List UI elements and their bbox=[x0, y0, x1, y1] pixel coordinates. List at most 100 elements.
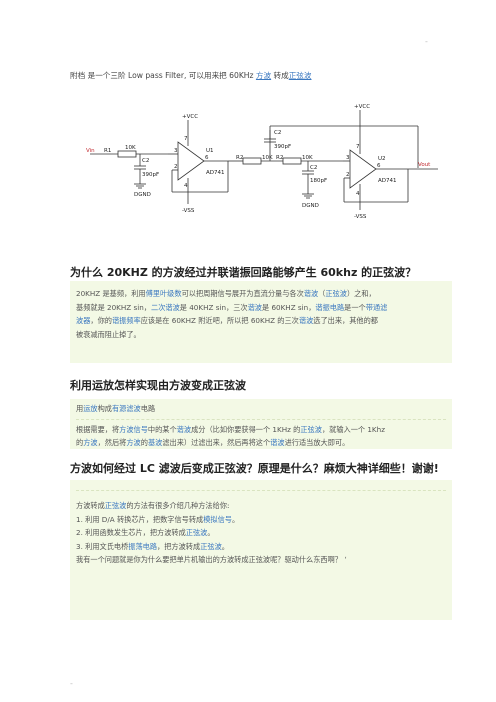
s1-t: （ bbox=[318, 289, 326, 298]
s3-link-analog[interactable]: 模拟信号 bbox=[203, 514, 232, 524]
page-mark-bottom: - bbox=[70, 679, 73, 688]
s1-line4: 被衰减而阻止掉了。 bbox=[76, 329, 141, 339]
label-u2: U2 bbox=[378, 156, 386, 162]
s2-link-fundamental[interactable]: 基波 bbox=[147, 438, 163, 448]
label-u1-pin6: 6 bbox=[205, 155, 209, 161]
s3-t: 1. 利用 D/A 转换芯片，把数字信号转成 bbox=[76, 514, 204, 524]
s2-link-square[interactable]: 方波 bbox=[83, 438, 98, 448]
s2-t: 电路 bbox=[140, 404, 156, 413]
label-u2-pin4: 4 bbox=[356, 191, 360, 197]
s1-line3: 波器，你的谐振频率应该是在 60KHZ 附近吧，所以把 60KHZ 的三次谐波选… bbox=[76, 314, 446, 328]
label-r2a: R2 bbox=[236, 155, 243, 161]
s3-link-oscillator[interactable]: 振荡电路 bbox=[128, 541, 158, 551]
s3-t: 。 bbox=[207, 528, 215, 538]
s3-line1: 方波转成正弦波的方法有很多介绍几种方法给你: bbox=[76, 499, 446, 513]
label-u1-pin2: 2 bbox=[174, 164, 178, 170]
s1-t: 是 60KHZ sin， bbox=[261, 302, 316, 312]
s3-t: 。 bbox=[231, 514, 240, 524]
s1-link-resfreq[interactable]: 谐振频率 bbox=[111, 316, 141, 326]
s2-t: ，就输入一个 1Khz bbox=[321, 424, 385, 434]
s3-t: 的方法有很多介绍几种方法给你: bbox=[126, 501, 230, 510]
s1-link-fourier[interactable]: 傅里叶级数 bbox=[145, 289, 182, 298]
s1-link-bandpass[interactable]: 带通滤 bbox=[365, 302, 388, 312]
s1-t: 应该是在 60KHZ 附近吧，所以把 60KHZ 的三次 bbox=[140, 316, 299, 326]
link-square-wave[interactable]: 方波 bbox=[255, 71, 272, 80]
link-sine-wave[interactable]: 正弦波 bbox=[288, 71, 312, 80]
label-c2a: C2 bbox=[142, 158, 149, 164]
s1-t: 基频就是 20KHZ sin， bbox=[76, 302, 151, 312]
label-r2b: R2 bbox=[276, 155, 283, 161]
s2-t: 的 bbox=[76, 438, 84, 448]
section2-answer: 用运放构成有源滤波电路 根据需要，将方波信号中的某个谐波成分（比如你要获得一个 … bbox=[70, 399, 452, 449]
intro-text-mid: 转成 bbox=[271, 71, 289, 80]
section1-title: 为什么 20KHZ 的方波经过并联谐振回路能够产生 60khz 的正弦波？ bbox=[70, 266, 417, 279]
s3-divider bbox=[76, 490, 446, 491]
s2-link-sine[interactable]: 正弦波 bbox=[300, 424, 322, 434]
s1-link-bandpass2[interactable]: 波器 bbox=[76, 316, 91, 326]
s3-link-sine[interactable]: 正弦波 bbox=[104, 501, 127, 510]
s2-link-harmonic[interactable]: 谐波 bbox=[176, 424, 192, 434]
s1-line1: 20KHZ 是基频，利用傅里叶级数可以把周期信号展开为直流分量与各次谐波（正弦波… bbox=[76, 287, 446, 301]
s2-link-active-filter[interactable]: 有源滤波 bbox=[111, 404, 141, 413]
label-vin: Vin bbox=[86, 148, 95, 154]
s3-t: 。 bbox=[221, 541, 229, 551]
s2-t: 成分（比如你要获得一个 1KHz 的 bbox=[191, 424, 301, 434]
s1-t: 20KHZ 是基频，利用 bbox=[76, 289, 146, 298]
label-u1-pin4: 4 bbox=[184, 183, 188, 189]
s2-t: 根据需要，将 bbox=[76, 424, 120, 434]
s1-t: 可以把周期信号展开为直流分量与各次 bbox=[181, 289, 304, 298]
label-u1-pin3: 3 bbox=[174, 148, 178, 154]
label-r1: R1 bbox=[104, 148, 111, 154]
s2-link-square2[interactable]: 方波 bbox=[126, 438, 141, 448]
s1-t: 是 40KHZ sin，三次 bbox=[179, 302, 248, 312]
s2-link-opamp[interactable]: 运放 bbox=[83, 404, 98, 413]
label-u2-pin2: 2 bbox=[346, 172, 350, 178]
label-c2a-val: 390pF bbox=[142, 172, 159, 178]
s3-link-sine3[interactable]: 正弦波 bbox=[200, 541, 222, 551]
label-u2-pin6: 6 bbox=[377, 163, 381, 169]
label-u2-pin3: 3 bbox=[346, 155, 350, 161]
s2-t: ，然后将 bbox=[97, 438, 127, 448]
s3-link-sine2[interactable]: 正弦波 bbox=[185, 528, 208, 538]
s3-t: 方波转成 bbox=[76, 501, 105, 510]
s1-link-second-harmonic[interactable]: 二次谐波 bbox=[151, 302, 180, 312]
s3-line4: 3. 利用文氏电桥振荡电路，把方波转成正弦波。 bbox=[76, 540, 446, 554]
section3-title: 方波如何经过 LC 滤波后变成正弦波？原理是什么？麻烦大神详细些！谢谢! bbox=[70, 462, 439, 475]
label-u1-part: AD741 bbox=[206, 170, 225, 176]
s1-t: 选了出来，其他的都 bbox=[313, 316, 378, 326]
s2-line3: 的方波，然后将方波的基波滤出来）过滤出来，然后再将这个谐波进行适当放大即可。 bbox=[76, 436, 446, 450]
label-vcc2: +VCC bbox=[354, 104, 370, 110]
label-vss2: -VSS bbox=[354, 214, 367, 220]
s2-t: 的 bbox=[140, 438, 148, 448]
s2-line2: 根据需要，将方波信号中的某个谐波成分（比如你要获得一个 1KHz 的正弦波，就输… bbox=[76, 423, 446, 437]
s2-link-square-signal[interactable]: 方波信号 bbox=[119, 424, 148, 434]
s1-link-sine[interactable]: 正弦波 bbox=[325, 289, 347, 298]
s3-t: 3. 利用文氏电桥 bbox=[76, 541, 129, 551]
s1-t: ）之和， bbox=[346, 289, 376, 298]
s2-t: 进行适当放大即可。 bbox=[284, 438, 350, 448]
label-u1-pin7: 7 bbox=[184, 136, 188, 142]
label-vcc1: +VCC bbox=[182, 114, 198, 120]
s1-link-harmonic3[interactable]: 谐波 bbox=[298, 316, 314, 326]
s3-line5: 我有一个问题就是你为什么要把单片机输出的方波转成正弦波呢？驱动什么东西啊？ ‘ bbox=[76, 555, 347, 565]
label-u1: U1 bbox=[206, 148, 214, 154]
label-r2b-val: 10K bbox=[302, 155, 313, 161]
s1-line2: 基频就是 20KHZ sin，二次谐波是 40KHZ sin，三次谐波是 60K… bbox=[76, 301, 446, 315]
s3-t: 2. 利用函数发生芯片，把方波转成 bbox=[76, 528, 186, 538]
label-u2-part: AD741 bbox=[378, 178, 397, 184]
s1-link-harmonic[interactable]: 谐波 bbox=[303, 289, 319, 298]
label-r1-val: 10K bbox=[125, 145, 136, 151]
label-dgnd1: DGND bbox=[134, 192, 151, 198]
s2-t: 用 bbox=[76, 404, 84, 413]
label-c2c-val: 180pF bbox=[310, 178, 327, 184]
lowpass-filter-schematic: Vin R1 10K C2 390pF DGND +VCC -VSS U1 AD… bbox=[86, 104, 438, 220]
s3-line3: 2. 利用函数发生芯片，把方波转成正弦波。 bbox=[76, 526, 446, 540]
label-vout: Vout bbox=[418, 162, 431, 168]
s2-line1: 用运放构成有源滤波电路 bbox=[76, 402, 446, 416]
label-r2a-val: 10K bbox=[262, 155, 273, 161]
s1-t: 是一个 bbox=[344, 302, 366, 312]
label-c2c: C2 bbox=[310, 165, 317, 171]
s1-link-resonant[interactable]: 谐振电路 bbox=[315, 302, 345, 312]
s1-link-harmonic2[interactable]: 谐波 bbox=[247, 302, 262, 312]
s2-link-harmonic2[interactable]: 谐波 bbox=[270, 438, 285, 448]
